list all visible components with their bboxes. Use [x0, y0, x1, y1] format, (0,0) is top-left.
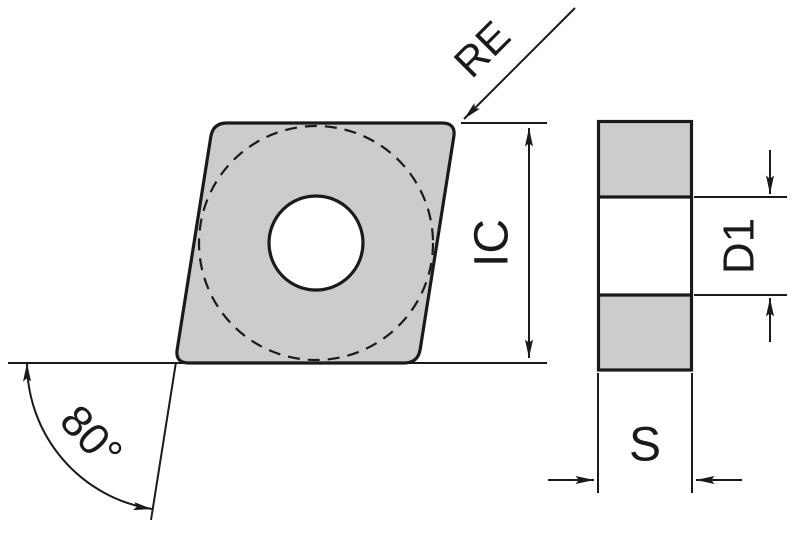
insert-center-hole — [267, 194, 365, 292]
inscribed-circle-dashed — [197, 124, 435, 362]
angle-label: 80° — [50, 396, 131, 478]
re-leader-line — [463, 7, 576, 120]
ic-label: IC — [466, 219, 519, 267]
d1-label: D1 — [715, 218, 764, 274]
s-label: S — [629, 419, 661, 472]
side-view-hole-band — [600, 197, 690, 295]
angle-extension-line — [150, 361, 177, 521]
angle-arc — [23, 362, 153, 511]
